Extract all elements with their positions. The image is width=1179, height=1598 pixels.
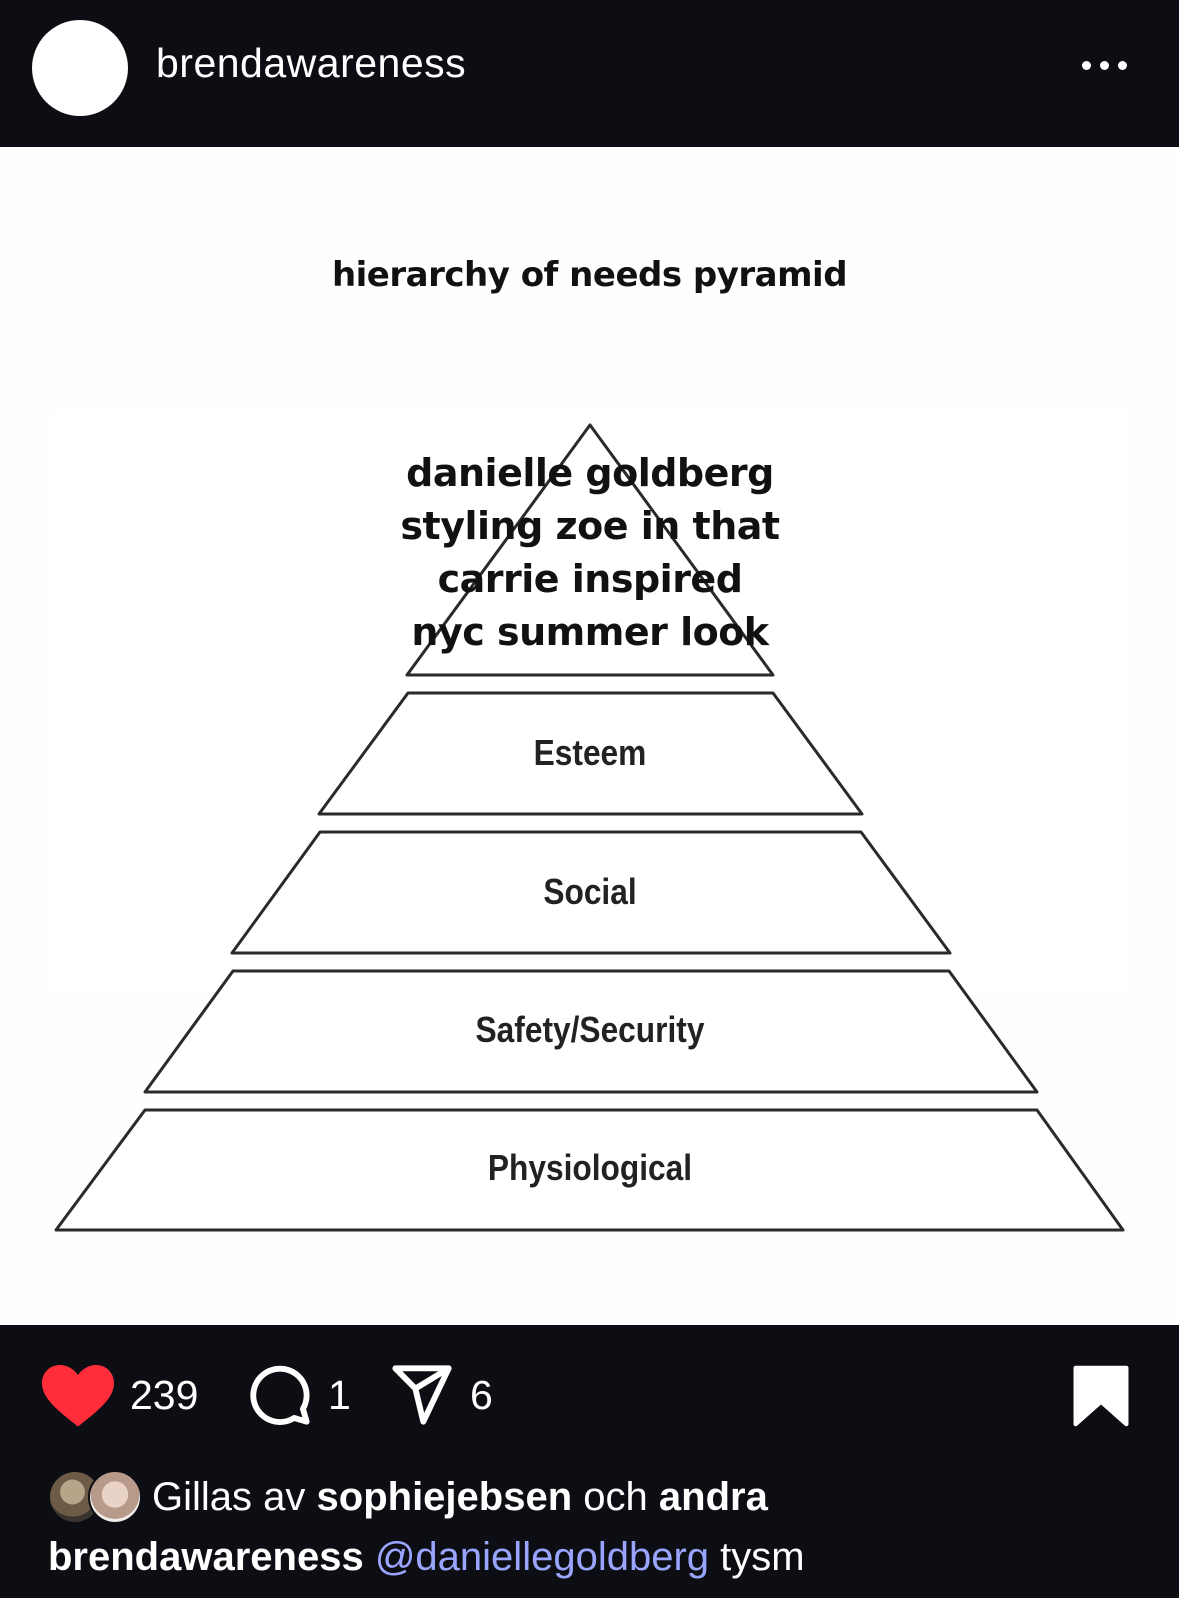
more-horizontal-icon[interactable]: [1082, 52, 1142, 78]
comment-bubble-icon: [248, 1363, 312, 1427]
comment-button[interactable]: 1: [248, 1363, 351, 1427]
like-count: 239: [130, 1372, 198, 1419]
send-icon: [390, 1363, 454, 1427]
caption-mention[interactable]: @daniellegoldberg: [375, 1535, 709, 1579]
comment-count: 1: [328, 1372, 351, 1419]
apex-line: styling zoe in that: [340, 500, 840, 553]
save-button[interactable]: [1072, 1365, 1130, 1427]
apex-line: danielle goldberg: [340, 447, 840, 500]
avatar: [88, 1470, 142, 1524]
liked-by-user[interactable]: sophiejebsen: [317, 1475, 573, 1520]
caption: brendawareness @daniellegoldberg tysm: [48, 1535, 805, 1580]
action-bar: 239 1 6: [0, 1325, 1179, 1455]
header-username[interactable]: brendawareness: [156, 40, 466, 87]
post-image[interactable]: hierarchy of needs pyramid danielle gold…: [0, 147, 1179, 1325]
liked-by-prefix: Gillas av: [152, 1475, 305, 1520]
level-label-physiological: Physiological: [414, 1147, 766, 1189]
post-header: brendawareness: [0, 0, 1179, 147]
apex-line: nyc summer look: [340, 606, 840, 659]
caption-username[interactable]: brendawareness: [48, 1535, 364, 1579]
apex-line: carrie inspired: [340, 553, 840, 606]
avatar[interactable]: [32, 20, 128, 116]
caption-text: tysm: [720, 1535, 804, 1579]
liker-avatars: [48, 1470, 144, 1524]
share-count: 6: [470, 1372, 493, 1419]
level-label-safety: Safety/Security: [414, 1009, 766, 1051]
liked-by-row[interactable]: Gillas av sophiejebsen och andra: [48, 1462, 768, 1532]
like-button[interactable]: 239: [42, 1363, 198, 1427]
liked-by-others[interactable]: andra: [659, 1475, 768, 1520]
level-label-social: Social: [414, 871, 766, 913]
level-label-esteem: Esteem: [414, 732, 766, 774]
heart-filled-icon: [42, 1363, 114, 1427]
bookmark-icon: [1072, 1365, 1130, 1427]
share-button[interactable]: 6: [390, 1363, 493, 1427]
pyramid-apex-text: danielle goldberg styling zoe in that ca…: [340, 447, 840, 659]
liked-by-conjunction: och: [583, 1475, 648, 1520]
post-title: hierarchy of needs pyramid: [0, 255, 1179, 295]
